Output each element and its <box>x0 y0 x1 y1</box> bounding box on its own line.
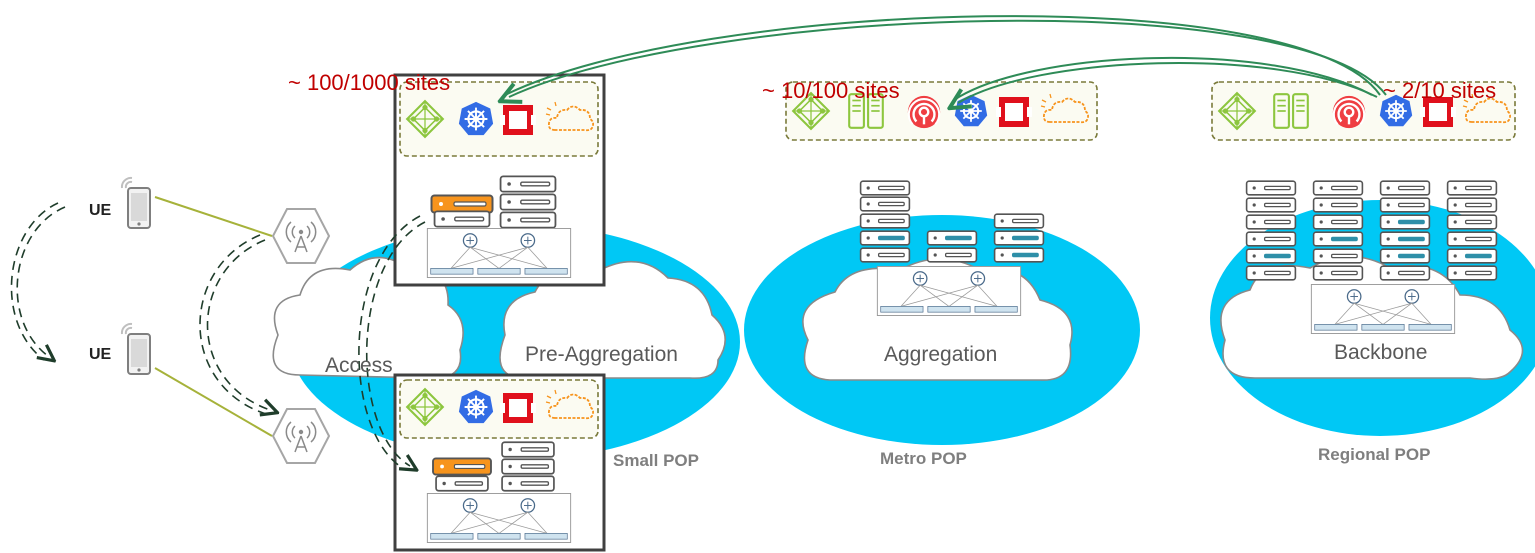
pre-aggregation-cloud-label: Pre-Aggregation <box>525 343 678 366</box>
radio-link-bottom <box>154 367 273 437</box>
server-icon <box>499 193 557 211</box>
server-icon <box>501 458 555 475</box>
switch-fabric-icon <box>876 266 1022 316</box>
server-icon <box>432 457 492 476</box>
openshift-icon <box>500 105 536 135</box>
access-cloud <box>272 256 464 379</box>
aggregation-cloud-label: Aggregation <box>884 343 998 366</box>
switch-fabric-icon <box>426 493 572 543</box>
ue-label-top: UE <box>89 202 112 219</box>
server-icon <box>501 475 555 492</box>
server-icon <box>499 175 557 193</box>
access-cloud-label: Access <box>325 354 393 377</box>
server-icon <box>433 210 491 228</box>
ue-label-bottom: UE <box>89 346 112 363</box>
server-icon <box>430 194 494 214</box>
server-icon <box>499 211 557 229</box>
regional-to-small-arrow <box>505 15 1387 97</box>
regional-to-metro-arrow <box>954 56 1378 103</box>
cell-tower-icon <box>271 207 331 265</box>
metro-pop-sites-label: ~ 10/100 sites <box>762 78 900 103</box>
switch-fabric-icon <box>426 228 572 278</box>
phone-icon <box>120 322 151 375</box>
pre-aggregation-cloud <box>499 260 726 379</box>
small-pop-services-panel-bottom <box>399 379 599 439</box>
server-icon <box>501 441 555 458</box>
storage-icon <box>1331 94 1367 130</box>
cell-tower-icon <box>271 407 331 465</box>
storage-icon <box>906 94 942 130</box>
handover-tower-arrow <box>199 234 270 414</box>
server-icon <box>435 475 489 492</box>
radio-link-top <box>154 196 273 237</box>
switch-fabric-icon <box>1310 284 1456 334</box>
metro-pop-label: Metro POP <box>880 449 967 468</box>
openshift-icon <box>500 393 536 423</box>
small-pop-label: Small POP <box>613 451 699 470</box>
small-pop-services-panel-top <box>399 81 599 157</box>
openshift-icon <box>996 97 1032 127</box>
handover-pop-arrow <box>358 215 426 470</box>
phone-icon <box>120 176 151 229</box>
regional-pop-sites-label: ~ 2/10 sites <box>1383 78 1497 103</box>
backbone-cloud-label: Backbone <box>1334 341 1428 364</box>
handover-ue-arrow <box>10 202 66 360</box>
small-pop-sites-label: ~ 100/1000 sites <box>288 70 451 95</box>
regional-pop-label: Regional POP <box>1318 445 1431 464</box>
